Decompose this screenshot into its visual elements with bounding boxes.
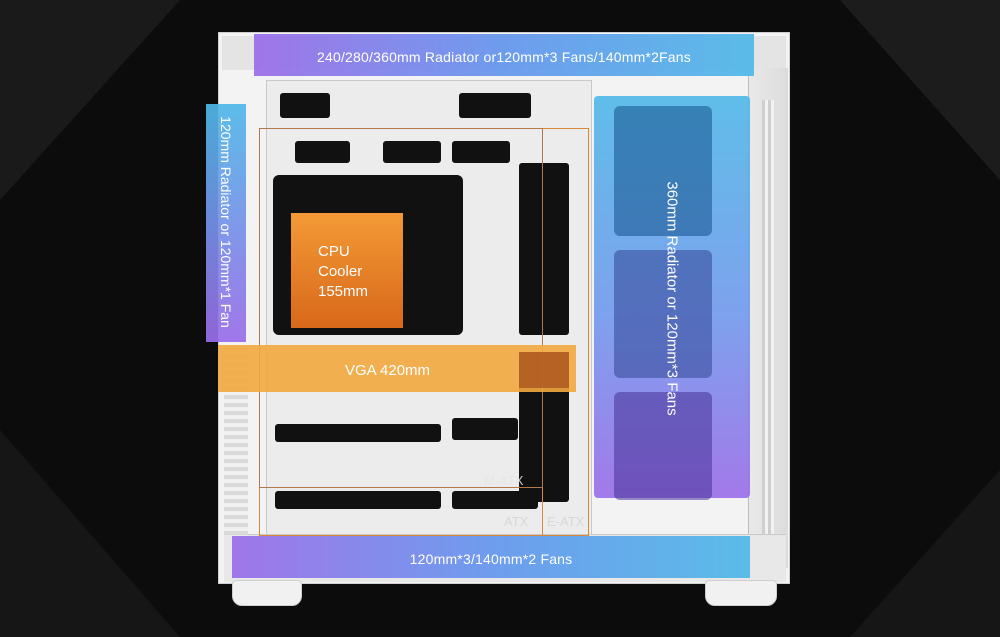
case-foot-right <box>705 580 777 606</box>
vga-length-bar <box>218 345 576 392</box>
bg-wedge-left <box>0 0 180 200</box>
matx-label: M-ATX <box>484 473 524 488</box>
front-fan-slot-1 <box>614 106 712 236</box>
top-bar-label: 240/280/360mm Radiator or120mm*3 Fans/14… <box>317 49 691 65</box>
tray-cutout-top-right <box>459 93 531 118</box>
tray-cutout-grommet-2 <box>383 141 441 163</box>
cpu-label-line3: 155mm <box>318 283 369 300</box>
bg-wedge-right <box>840 0 1000 180</box>
matx-outline <box>259 128 543 488</box>
tray-cutout-grommet-1 <box>295 141 350 163</box>
bottom-fan-bar <box>232 536 750 578</box>
bottom-bar-label: 120mm*3/140mm*2 Fans <box>409 551 573 567</box>
cpu-label-line2: Cooler <box>318 263 363 280</box>
top-radiator-bar <box>254 34 754 76</box>
front-fan-slot-2 <box>614 250 712 378</box>
tray-cutout-top-left <box>280 93 330 118</box>
tray-cutout-row-4 <box>452 491 538 509</box>
cpu-label-line1: CPU <box>318 243 350 260</box>
rear-fan-bar <box>206 104 246 342</box>
tray-cutout-grommet-3 <box>452 141 510 163</box>
bg-wedge-right-low <box>850 470 1000 637</box>
atx-label: ATX <box>504 514 529 529</box>
cable-cutout-right <box>519 163 569 335</box>
cpu-cooler-zone <box>291 213 403 328</box>
bg-wedge-left-low <box>0 430 180 637</box>
tray-cutout-row-3 <box>275 491 441 509</box>
front-fan-slot-3 <box>614 392 712 500</box>
right-bar-label: 360mm Radiator or 120mm*3 Fans <box>663 181 681 416</box>
vga-bar-shade <box>519 352 569 388</box>
left-bar-label: 120mm Radiator or 120mm*1 Fan <box>218 116 234 328</box>
cpu-cooler-label: CPU Cooler 155mm <box>318 242 368 302</box>
case-foot-left <box>232 580 302 606</box>
tray-cutout-row-2 <box>452 418 518 440</box>
vga-label: VGA 420mm <box>345 362 431 379</box>
tray-cutout-row-1 <box>275 424 441 442</box>
front-panel-slots <box>762 100 774 540</box>
eatx-label: E-ATX <box>547 514 585 529</box>
